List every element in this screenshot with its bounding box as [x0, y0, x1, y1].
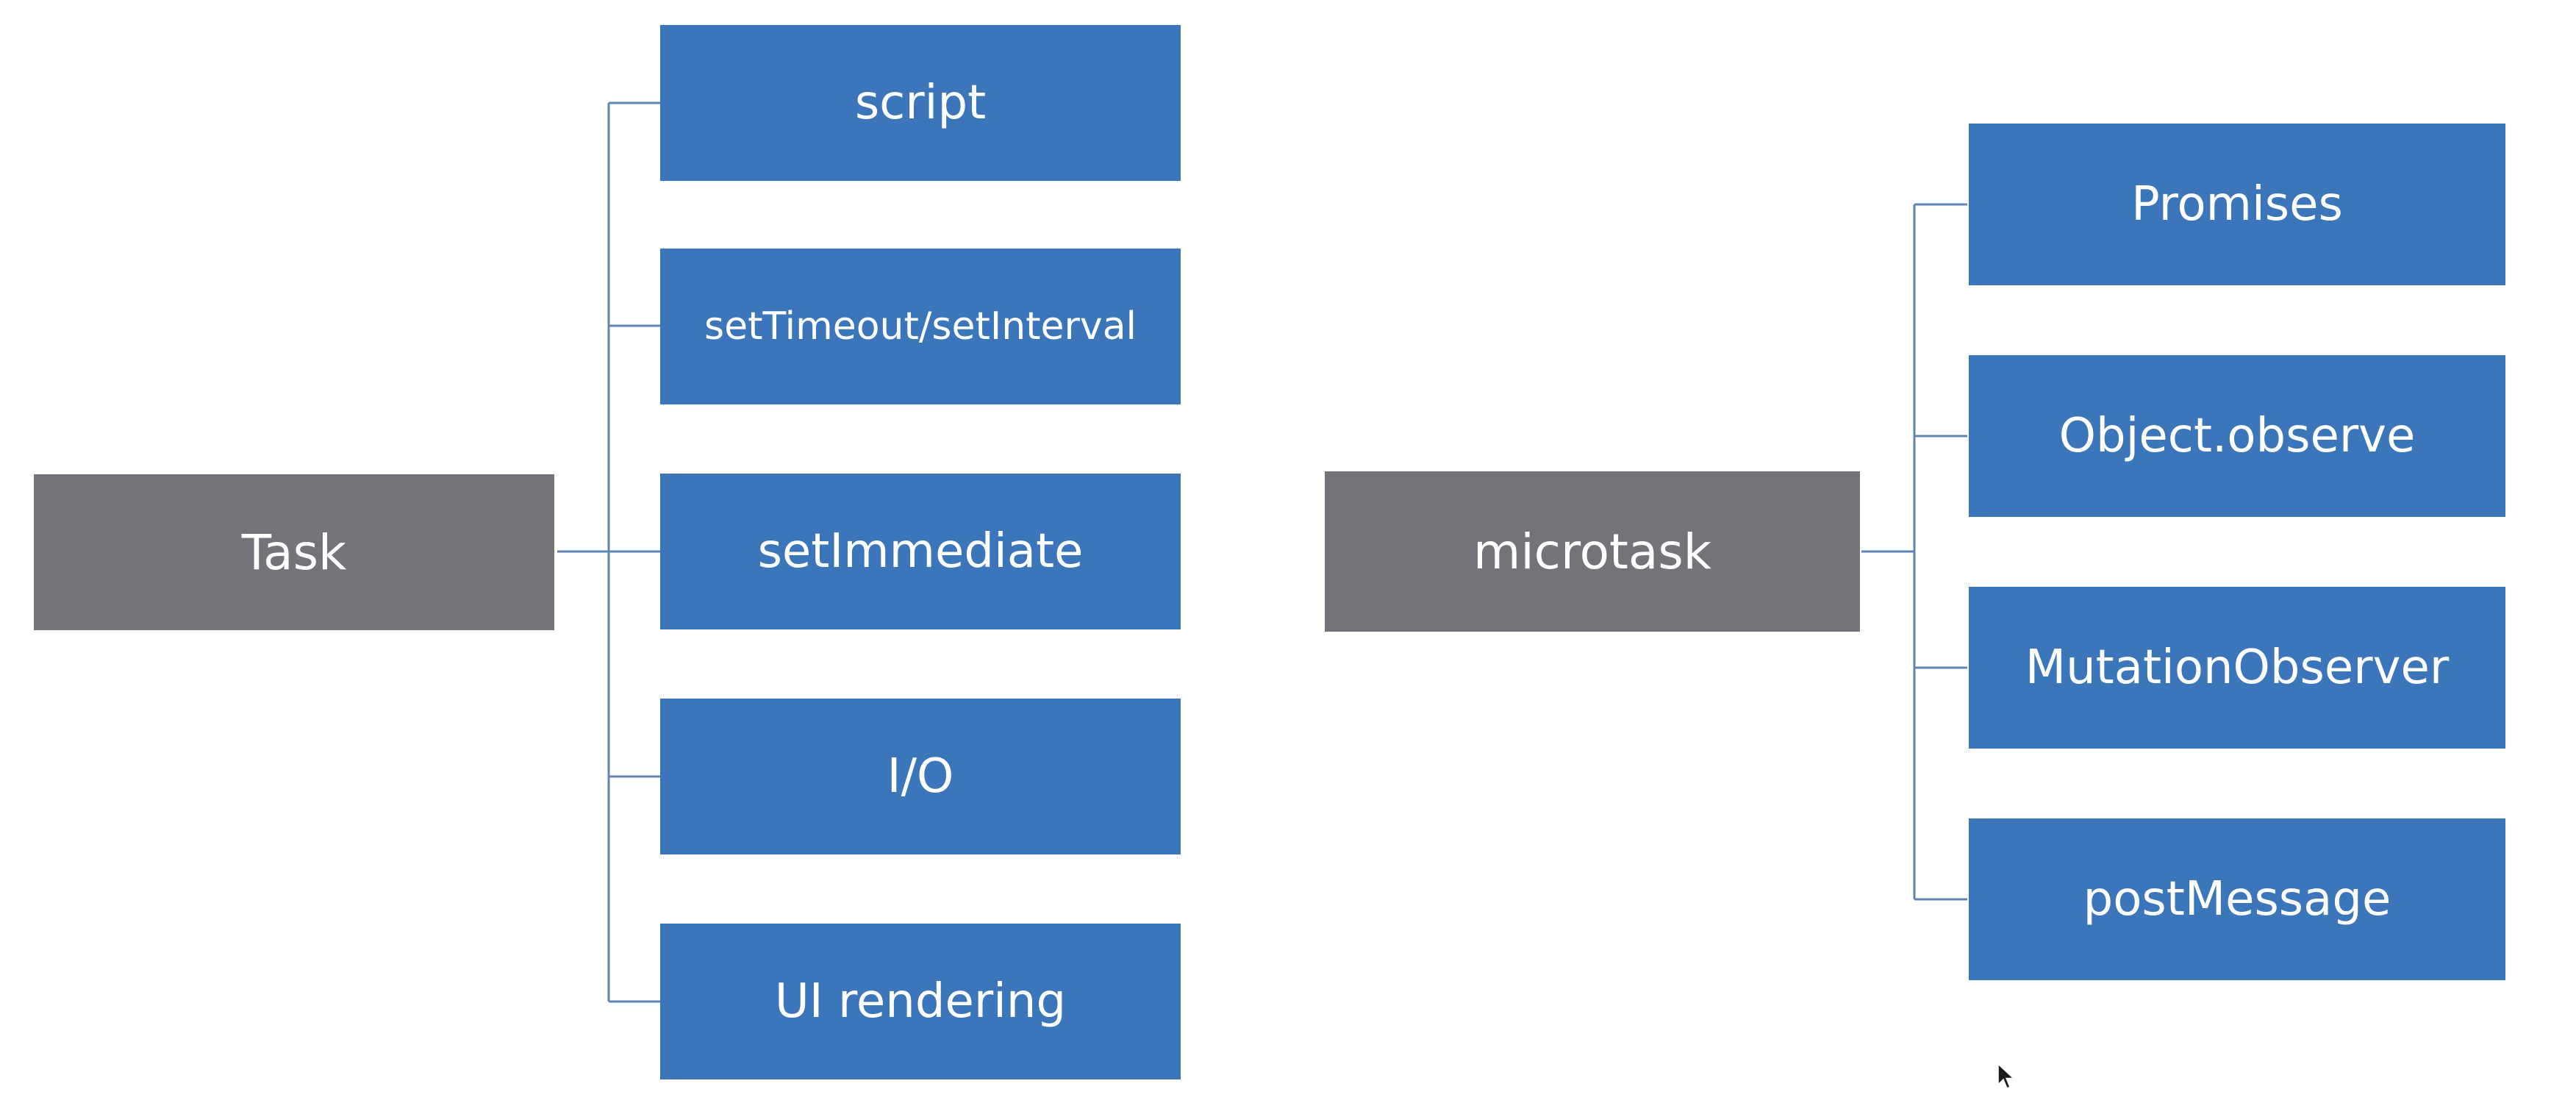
- mouse-cursor-icon: [1997, 1063, 2016, 1090]
- task-script-box: script: [660, 25, 1181, 181]
- microtask-promises-box: Promises: [1969, 124, 2505, 285]
- microtask-root-label: microtask: [1473, 523, 1711, 580]
- task-root-box: Task: [34, 474, 554, 630]
- microtask-promises-label: Promises: [2131, 177, 2343, 232]
- microtask-object-observe-label: Object.observe: [2058, 409, 2416, 463]
- microtask-mutationobserver-label: MutationObserver: [2025, 640, 2450, 695]
- task-script-label: script: [854, 76, 987, 130]
- microtask-postmessage-label: postMessage: [2083, 872, 2391, 927]
- microtask-postmessage-box: postMessage: [1969, 818, 2505, 980]
- task-io-label: I/O: [887, 749, 954, 804]
- microtask-mutationobserver-box: MutationObserver: [1969, 587, 2505, 749]
- task-setimmediate-box: setImmediate: [660, 474, 1181, 629]
- task-ui-rendering-label: UI rendering: [774, 974, 1067, 1029]
- microtask-object-observe-box: Object.observe: [1969, 355, 2505, 517]
- task-root-label: Task: [241, 524, 347, 581]
- task-io-box: I/O: [660, 699, 1181, 854]
- task-setimmediate-label: setImmediate: [757, 524, 1084, 579]
- microtask-root-box: microtask: [1325, 471, 1860, 632]
- task-settimeout-label: setTimeout/setInterval: [704, 304, 1137, 349]
- task-ui-rendering-box: UI rendering: [660, 924, 1181, 1079]
- task-settimeout-box: setTimeout/setInterval: [660, 249, 1181, 404]
